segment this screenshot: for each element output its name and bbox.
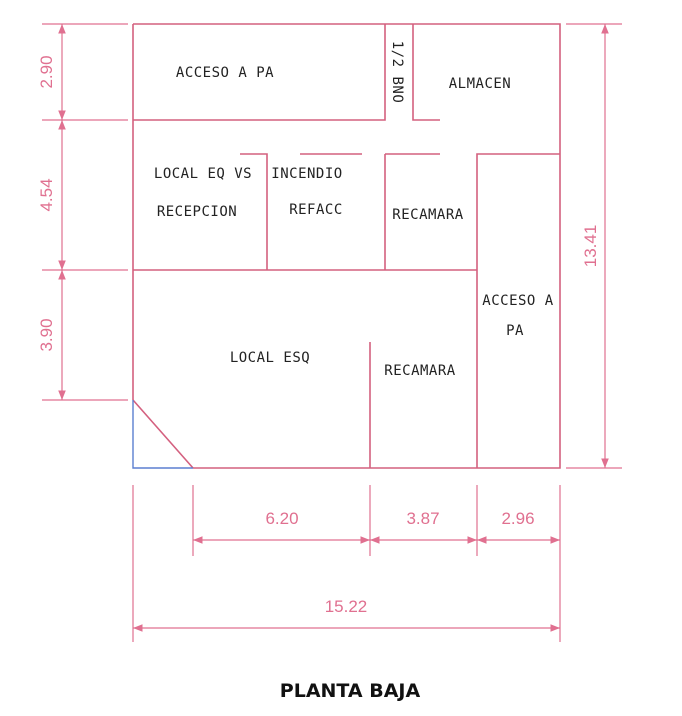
room-medio-bano: 1/2 BNO	[389, 41, 405, 104]
room-recepcion: RECEPCION	[157, 204, 237, 220]
right-dimension: 13.41	[566, 23, 622, 469]
room-acceso-pa-top: ACCESO A PA	[176, 65, 274, 81]
room-labels: ACCESO A PA 1/2 BNO ALMACEN LOCAL EQ VS …	[154, 41, 554, 379]
bottom-dimensions: 6.20 3.87 2.96 15.22	[132, 485, 561, 642]
room-recamara-bottom: RECAMARA	[384, 363, 456, 379]
dim-bottom-1: 6.20	[265, 509, 298, 528]
dim-left-1: 2.90	[37, 55, 56, 88]
plan-title: PLANTA BAJA	[280, 680, 421, 702]
left-dimensions: 2.90 4.54 3.90	[37, 23, 128, 401]
dim-left-2: 4.54	[37, 178, 56, 211]
room-recamara-top: RECAMARA	[392, 207, 464, 223]
corner-chamfer	[132, 400, 193, 469]
dim-bottom-total: 15.22	[325, 597, 368, 616]
dim-bottom-2: 3.87	[406, 509, 439, 528]
room-local-esq: LOCAL ESQ	[230, 350, 310, 366]
room-almacen: ALMACEN	[449, 76, 512, 92]
dim-right-total: 13.41	[581, 225, 600, 268]
room-incendio: INCENDIO	[271, 166, 342, 182]
room-acceso-pa-right: ACCESO A	[482, 293, 554, 309]
walls	[132, 23, 561, 469]
room-refacc: REFACC	[289, 202, 343, 218]
room-local-eq: LOCAL EQ VS	[154, 166, 252, 182]
dim-bottom-3: 2.96	[501, 509, 534, 528]
room-acceso-pa-right-2: PA	[506, 323, 524, 339]
dim-left-3: 3.90	[37, 318, 56, 351]
